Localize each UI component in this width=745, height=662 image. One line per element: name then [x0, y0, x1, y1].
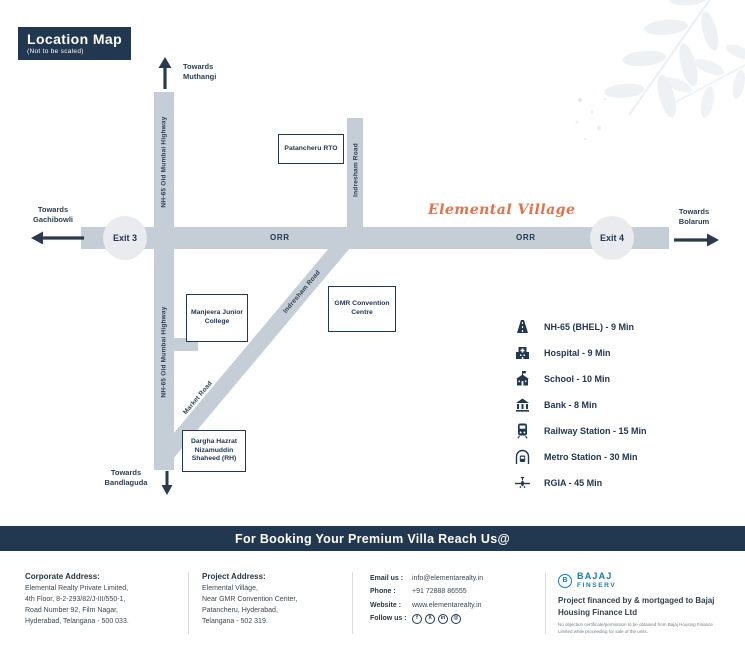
arrow-right-icon [674, 233, 719, 247]
road-orr [81, 227, 669, 249]
leaf-decoration [575, 0, 745, 141]
page-title: Location Map [27, 31, 123, 47]
instagram-icon[interactable]: @ [451, 613, 461, 624]
direction-west: Towards Gachibowli [32, 205, 73, 225]
road-nh65-highway [154, 92, 174, 470]
bajaj-brand-line2: FINSERV [577, 581, 617, 589]
arrow-down-icon [161, 471, 173, 495]
direction-east: Towards Bolarum [678, 207, 710, 227]
exit-3-marker: Exit 3 [103, 216, 147, 260]
road-indresham-north [347, 118, 363, 228]
bank-icon [512, 396, 532, 413]
road-label-nh65-lower: NH-65 Old Mumbai Highway [160, 306, 168, 398]
project-address-block: Project Address: Elemental Village, Near… [202, 572, 347, 627]
bajaj-finserv-block: B BAJAJ FINSERV Project financed by & mo… [558, 571, 730, 636]
legend-label: Hospital - 9 Min [544, 347, 611, 358]
legend-label: NH-65 (BHEL) - 9 Min [544, 321, 634, 332]
social-icons: f X in @ [412, 613, 461, 624]
legend-item: Metro Station - 30 Min [512, 448, 647, 465]
follow-us-label: Follow us : [370, 614, 407, 622]
contact-row-email: Email us : info@elementarealty.in [370, 572, 538, 585]
legend-item: RGIA - 45 Min [512, 474, 647, 491]
landmark-manjeera-college: Manjeera Junior College [186, 294, 248, 342]
footer: Corporate Address: Elemental Realty Priv… [0, 560, 745, 660]
corporate-address-line: Hyderabad, Telangana - 500 033. [25, 617, 129, 625]
page-subtitle: (Not to be scaled) [27, 48, 84, 55]
title-box: Location Map (Not to be scaled) [18, 27, 132, 60]
legend-label: School - 10 Min [544, 373, 611, 384]
bajaj-disclaimer: No objection certificate/permission to b… [558, 622, 713, 634]
phone-value[interactable]: +91 72888 86555 [412, 588, 467, 596]
contact-block: Email us : info@elementarealty.in Phone … [370, 572, 538, 625]
contact-row-website: Website : www.elementarealty.in [370, 599, 538, 612]
project-address-line: Patancheru, Hyderabad, [202, 606, 278, 614]
road-label-indresham-diagonal: Indresham Road [282, 269, 322, 315]
website-label: Website : [370, 601, 401, 609]
legend-item: NH-65 (BHEL) - 9 Min [512, 318, 647, 335]
website-value[interactable]: www.elementarealty.in [412, 601, 482, 609]
contact-row-social: Follow us : f X in @ [370, 612, 538, 625]
exit-4-marker: Exit 4 [590, 216, 634, 260]
footer-divider [188, 572, 189, 634]
legend-label: Railway Station - 15 Min [544, 425, 647, 436]
landmark-dargha: Dargha Hazrat Nizamuddin Shaheed (RH) [182, 430, 246, 472]
contact-row-phone: Phone : +91 72888 86555 [370, 585, 538, 598]
railway-icon [512, 422, 532, 439]
corporate-address-line: Elemental Realty Private Limited, [25, 585, 129, 592]
legend-label: RGIA - 45 Min [544, 477, 603, 488]
legend-item: Railway Station - 15 Min [512, 422, 647, 439]
phone-label: Phone : [370, 588, 396, 596]
email-label: Email us : [370, 575, 404, 582]
legend-item: School - 10 Min [512, 370, 647, 387]
road-label-indresham-vertical: Indresham Road [352, 143, 360, 197]
project-name-label: Elemental Village [428, 202, 576, 218]
legend-label: Bank - 8 Min [544, 399, 598, 410]
hospital-icon [512, 344, 532, 361]
project-address-line: Near GMR Convention Center, [202, 595, 298, 603]
arrow-left-icon [31, 231, 84, 245]
legend: NH-65 (BHEL) - 9 Min Hospital - 9 Min Sc… [512, 318, 647, 500]
arrow-up-icon [158, 57, 172, 89]
orr-label-west: ORR [270, 233, 290, 242]
footer-divider [352, 572, 353, 634]
orr-label-east: ORR [516, 233, 536, 242]
project-address-line: Telangana - 502 319. [202, 617, 268, 625]
facebook-icon[interactable]: f [412, 613, 422, 624]
bajaj-logo-icon: B [558, 573, 572, 588]
corporate-address-line: 4th Floor, 8-2-293/82/J-III/550-1, [25, 595, 126, 603]
school-icon [512, 370, 532, 387]
project-address-heading: Project Address: [202, 572, 266, 581]
bajaj-brand-text: BAJAJ FINSERV [577, 571, 617, 589]
metro-icon [512, 448, 532, 465]
corporate-address-heading: Corporate Address: [25, 572, 100, 581]
email-value[interactable]: info@elementarealty.in [412, 575, 484, 582]
airplane-icon [512, 474, 532, 491]
linkedin-icon[interactable]: in [438, 613, 448, 624]
bajaj-brand-line1: BAJAJ [577, 571, 613, 581]
direction-south: Towards Bandlaguda [104, 468, 148, 488]
booking-banner-text: For Booking Your Premium Villa Reach Us@ [235, 531, 510, 546]
landmark-patancheru-rto: Patancheru RTO [278, 134, 344, 164]
booking-banner: For Booking Your Premium Villa Reach Us@ [0, 526, 745, 551]
legend-label: Metro Station - 30 Min [544, 451, 638, 462]
legend-item: Bank - 8 Min [512, 396, 647, 413]
legend-item: Hospital - 9 Min [512, 344, 647, 361]
corporate-address-line: Road Number 92, Film Nagar, [25, 606, 118, 614]
road-label-nh65-upper: NH-65 Old Mumbai Highway [160, 116, 168, 208]
twitter-icon[interactable]: X [425, 613, 435, 624]
road-icon [512, 318, 532, 335]
landmark-gmr-convention: GMR Convention Centre [328, 286, 396, 332]
bajaj-finserv-logo: B BAJAJ FINSERV [558, 571, 730, 589]
footer-divider [545, 572, 546, 634]
project-address-line: Elemental Village, [202, 585, 258, 592]
direction-north: Towards Muthangi [183, 62, 217, 82]
bajaj-finance-text: Project financed by & mortgaged to Bajaj… [558, 596, 715, 617]
corporate-address-block: Corporate Address: Elemental Realty Priv… [25, 572, 180, 627]
